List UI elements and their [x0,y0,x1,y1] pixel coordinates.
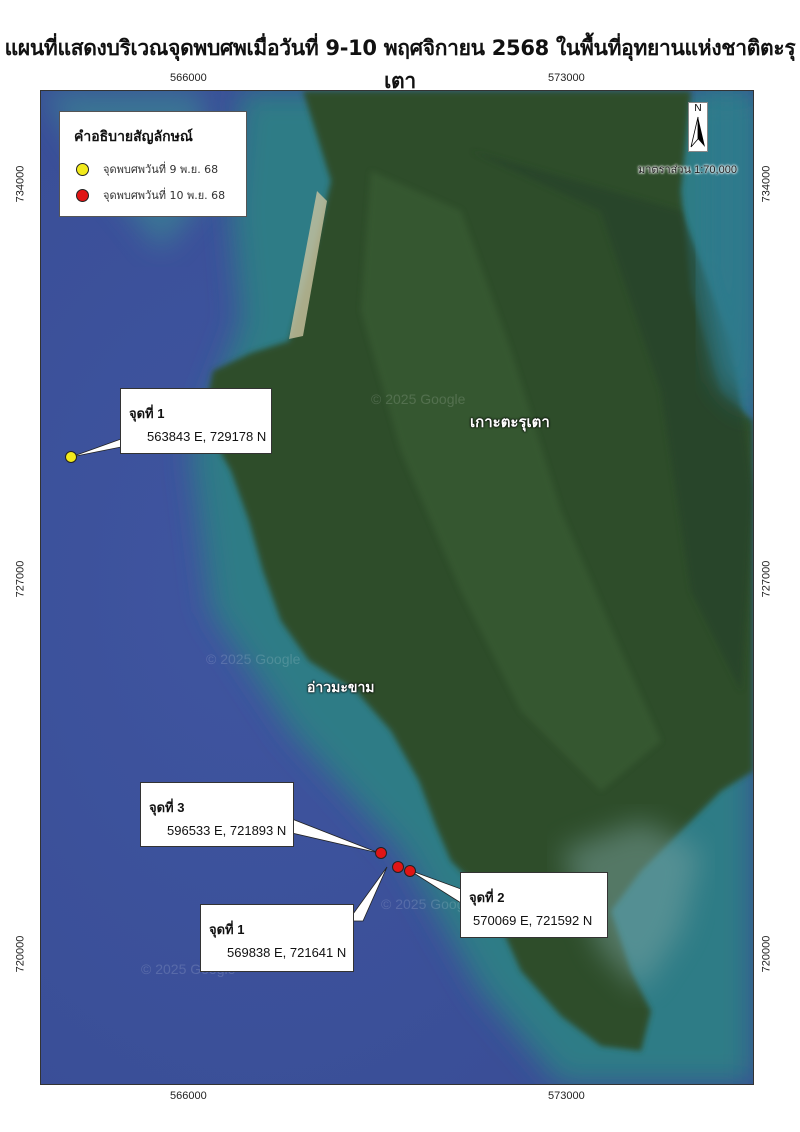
yellow-dot-icon [76,162,89,176]
point-day10-3 [375,847,387,859]
callout-coords: 570069 E, 721592 N [473,913,593,928]
x-tick-top-1: 566000 [170,72,207,84]
leader-line-1b [347,866,388,922]
callout-label: จุดที่ 2 [469,890,505,905]
north-label: N [694,103,702,114]
callout-coords: 563843 E, 729178 N [147,429,267,444]
legend-label: จุดพบศพวันที่ 9 พ.ย. 68 [103,163,219,176]
legend-item-day10: จุดพบศพวันที่ 10 พ.ย. 68 [76,186,225,204]
north-arrow-icon: N [688,102,708,152]
point-day9-1 [65,451,77,463]
callout-coords: 569838 E, 721641 N [227,945,347,960]
arrow-icon [690,116,705,148]
point-day10-2 [404,865,416,877]
point-day10-1 [392,861,404,873]
y-tick-left-1: 734000 [14,165,27,203]
callout-point-3: จุดที่ 3 596533 E, 721893 N [140,782,294,847]
watermark: © 2025 Google [381,896,476,912]
y-tick-left-3: 720000 [14,935,27,973]
y-tick-right-1: 734000 [760,165,773,203]
legend-label: จุดพบศพวันที่ 10 พ.ย. 68 [103,189,226,202]
y-tick-right-2: 727000 [760,560,773,598]
bay-label: อ่าวมะขาม [307,680,375,696]
legend-title: คำอธิบายสัญลักษณ์ [74,129,193,145]
red-dot-icon [76,188,89,202]
y-tick-left-2: 727000 [14,560,27,598]
callout-label: จุดที่ 1 [209,922,245,937]
map-frame[interactable]: © 2025 Google © 2025 Google © 2025 Googl… [40,90,754,1085]
watermark: © 2025 Google [371,391,466,407]
legend-item-day9: จุดพบศพวันที่ 9 พ.ย. 68 [76,160,218,178]
satellite-basemap [41,91,753,1084]
x-tick-top-2: 573000 [548,72,585,84]
legend: คำอธิบายสัญลักษณ์ จุดพบศพวันที่ 9 พ.ย. 6… [59,111,247,217]
callout-point-2: จุดที่ 2 570069 E, 721592 N [460,872,608,938]
callout-label: จุดที่ 3 [149,800,185,815]
x-tick-bottom-1: 566000 [170,1090,207,1102]
island-label: เกาะตะรุเตา [470,413,550,431]
map-title: แผนที่แสดงบริเวณจุดพบศพเมื่อวันที่ 9-10 … [4,36,796,93]
callout-coords: 596533 E, 721893 N [167,823,287,838]
callout-point-1-day10: จุดที่ 1 569838 E, 721641 N [200,904,354,972]
callout-label: จุดที่ 1 [129,406,165,421]
watermark: © 2025 Google [206,651,301,667]
y-tick-right-3: 720000 [760,935,773,973]
scale-text: มาตราส่วน 1:70,000 [638,164,737,176]
x-tick-bottom-2: 573000 [548,1090,585,1102]
callout-point-1-day9: จุดที่ 1 563843 E, 729178 N [120,388,272,454]
